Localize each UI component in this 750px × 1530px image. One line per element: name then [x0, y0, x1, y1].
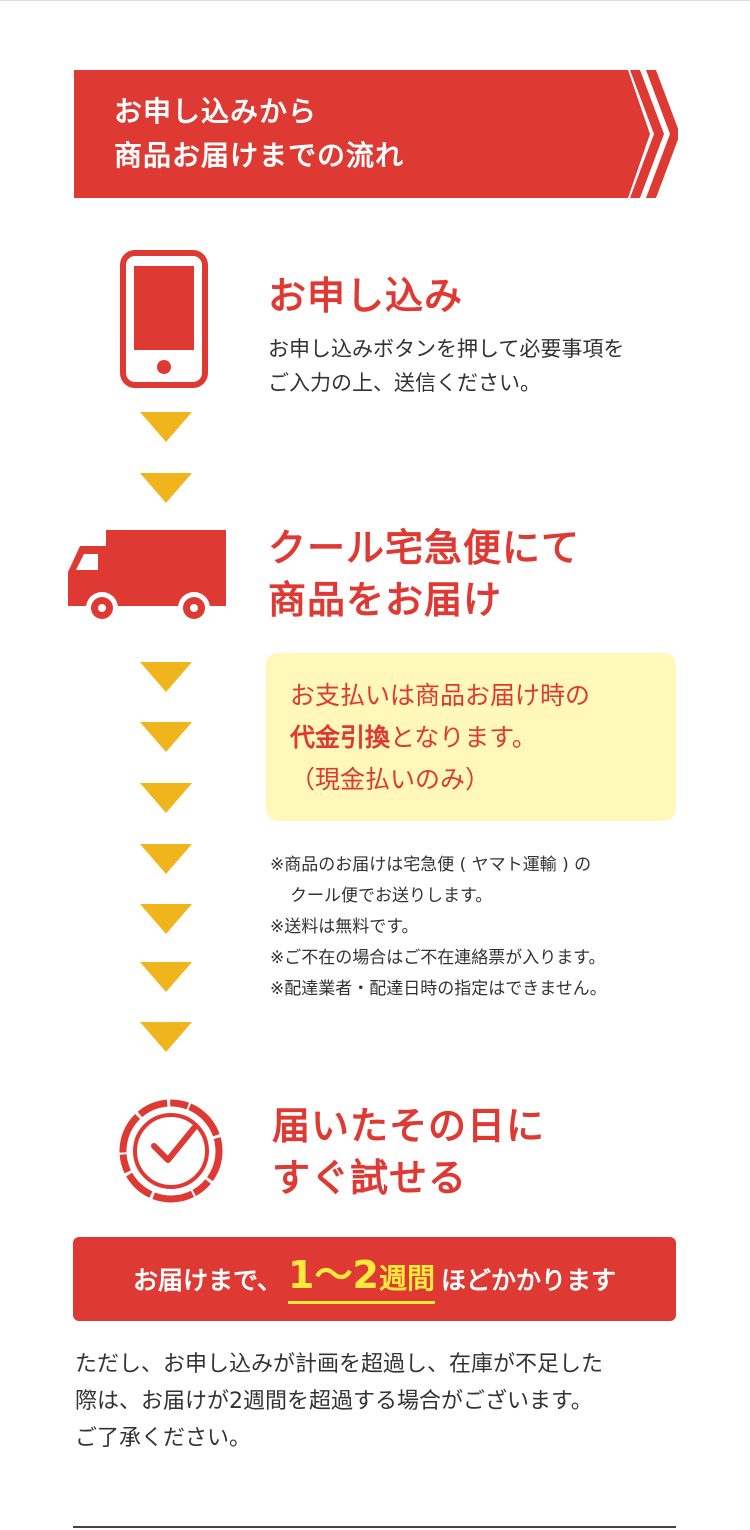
payment-note-box: お支払いは商品お届け時の 代金引換となります。 （現金払いのみ）: [266, 653, 676, 821]
delivery-time-banner: お届けまで、 1～2週間 ほどかかります: [73, 1237, 676, 1321]
step1-description: お申し込みボタンを押して必要事項を ご入力の上、送信ください。: [268, 332, 624, 400]
delivery-prefix: お届けまで、: [133, 1266, 283, 1295]
clock-check-icon: [119, 1099, 223, 1203]
payment-line3: （現金払いのみ）: [290, 765, 491, 794]
step2-title: クール宅急便にて 商品をお届け: [268, 522, 580, 626]
note-item: ※配達業者・配達日時の指定はできません。: [270, 979, 607, 999]
payment-line1: お支払いは商品お届け時の: [290, 681, 591, 710]
truck-icon: [68, 530, 226, 624]
shipping-notes: ※商品のお届けは宅急便 ( ヤマト運輸 ) の クール便でお送りします。 ※送料…: [270, 850, 607, 1005]
caveat-line3: ご了承ください。: [75, 1426, 252, 1451]
down-arrow-icon: [140, 844, 192, 874]
down-arrow-icon: [140, 783, 192, 813]
caveat-line1: ただし、お申し込みが計画を超過し、在庫が不足した: [75, 1352, 604, 1377]
step3-title: 届いたその日に すぐ試せる: [272, 1100, 545, 1204]
step2-title-line2: 商品をお届け: [268, 578, 503, 622]
delivery-duration-value: 1～2: [288, 1252, 379, 1297]
banner-title-line2: 商品お届けまでの流れ: [114, 139, 405, 172]
down-arrow-icon: [140, 1022, 192, 1052]
step2-title-line1: クール宅急便にて: [268, 526, 581, 570]
payment-line2: 代金引換となります。: [290, 717, 676, 759]
down-arrow-icon: [140, 473, 192, 503]
smartphone-icon: [120, 250, 208, 388]
top-divider: [0, 0, 750, 1]
delivery-duration: 1～2週間: [288, 1255, 435, 1304]
note-item: ※送料は無料です。: [270, 917, 419, 937]
down-arrow-icon: [140, 962, 192, 992]
step3-title-line1: 届いたその日に: [272, 1104, 546, 1148]
bottom-divider: [73, 1526, 676, 1528]
down-arrow-icon: [140, 722, 192, 752]
delivery-duration-unit: 週間: [378, 1261, 435, 1295]
down-arrow-icon: [140, 904, 192, 934]
payment-method-emphasis: 代金引換: [290, 723, 391, 752]
banner-shape: [74, 70, 678, 198]
note-item: ※ご不在の場合はご不在連絡票が入ります。: [270, 948, 606, 968]
flow-header-banner: お申し込みから 商品お届けまでの流れ: [74, 70, 678, 198]
note-item-continued: クール便でお送りします。: [290, 886, 493, 906]
payment-line2-rest: となります。: [390, 723, 537, 752]
note-item: ※商品のお届けは宅急便 ( ヤマト運輸 ) の: [270, 855, 592, 875]
delivery-time-text: お届けまで、 1～2週間 ほどかかります: [73, 1237, 676, 1321]
down-arrow-icon: [140, 412, 192, 442]
delivery-suffix: ほどかかります: [440, 1266, 616, 1295]
down-arrow-icon: [140, 662, 192, 692]
banner-title: お申し込みから 商品お届けまでの流れ: [114, 90, 404, 178]
caveat-line2: 際は、お届けが2週間を超過する場合がございます。: [75, 1389, 593, 1414]
step3-title-line2: すぐ試せる: [272, 1156, 468, 1200]
step1-desc-line2: ご入力の上、送信ください。: [268, 371, 541, 395]
banner-title-line1: お申し込みから: [114, 95, 318, 128]
delivery-caveat: ただし、お申し込みが計画を超過し、在庫が不足した 際は、お届けが2週間を超過する…: [75, 1346, 685, 1457]
step1-desc-line1: お申し込みボタンを押して必要事項を: [268, 337, 625, 361]
step1-title: お申し込み: [268, 274, 464, 318]
